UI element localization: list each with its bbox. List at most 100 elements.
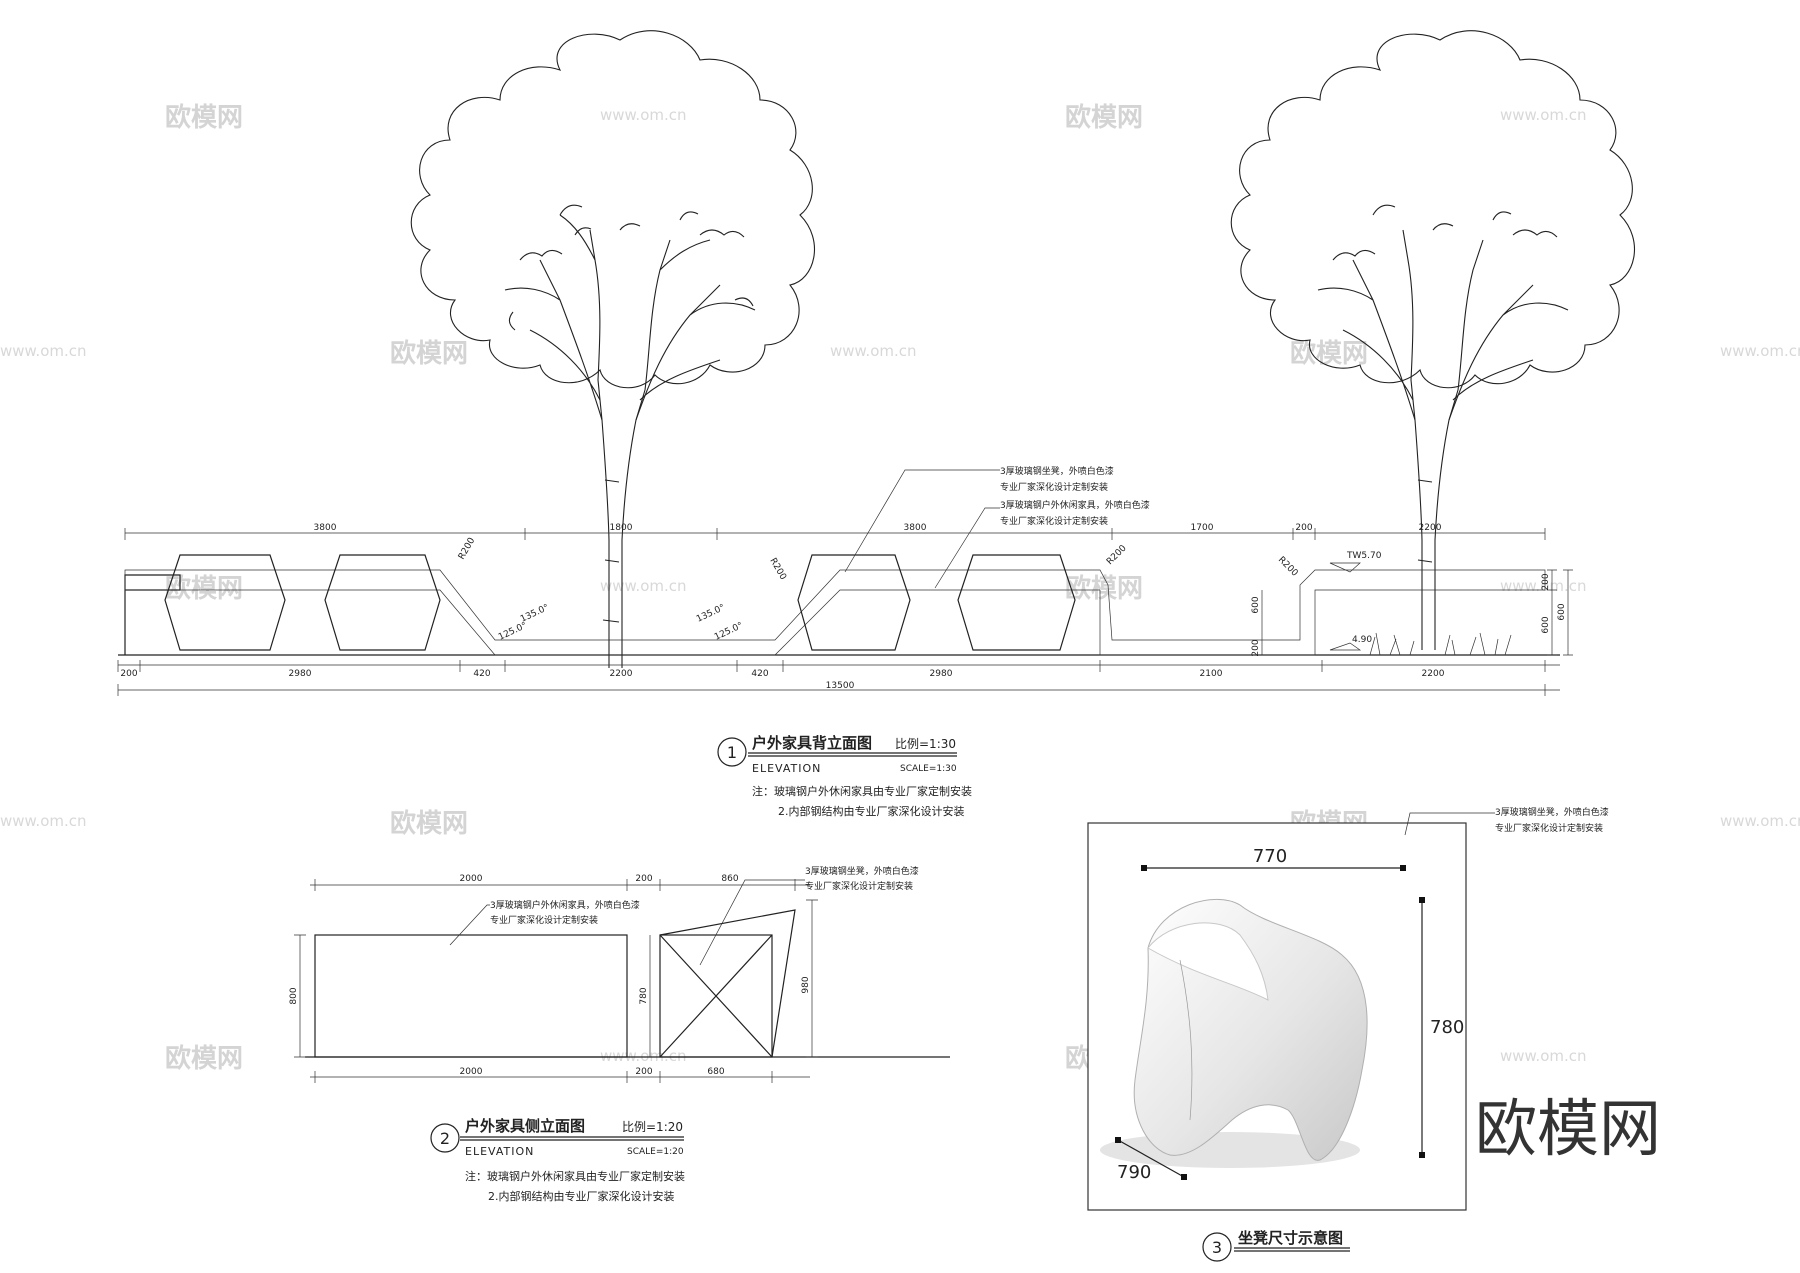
watermark-url: www.om.cn	[1500, 577, 1587, 595]
dim-top-3: 3800	[904, 523, 927, 533]
elevation-1-structure	[118, 554, 1560, 656]
watermark-url: www.om.cn	[1500, 106, 1587, 124]
watermarks: 欧模网 www.om.cn 欧模网 www.om.cn www.om.cn 欧模…	[0, 102, 1800, 1074]
angle-label-3: 135.0°	[695, 603, 727, 625]
dim-bottom-7: 2100	[1200, 669, 1223, 679]
drawing-scale-en: SCALE=1:20	[627, 1147, 684, 1157]
seat-diagram-callout: 3厚玻璃钢坐凳，外喷白色漆 专业厂家深化设计定制安装	[1404, 806, 1609, 836]
watermark-url: www.om.cn	[0, 342, 87, 360]
dim-top: 2000	[460, 874, 483, 884]
title-block-2: 2 户外家具侧立面图 比例=1:20 ELEVATION SCALE=1:20 …	[430, 1117, 685, 1203]
dim-bottom: 680	[707, 1067, 724, 1077]
watermark-brand: 欧模网	[390, 808, 468, 839]
watermark-brand: 欧模网	[1065, 102, 1143, 133]
elevation-1-dimensions: 3800 1800 3800 1700 200 2200 200 2980 42…	[117, 523, 1573, 696]
watermark-url: www.om.cn	[1720, 342, 1800, 360]
drawing-title: 坐凳尺寸示意图	[1238, 1229, 1343, 1247]
dim-width: 770	[1253, 846, 1287, 867]
watermark-url: www.om.cn	[1720, 812, 1800, 830]
dim-bottom-3: 420	[473, 669, 490, 679]
watermark-url: www.om.cn	[830, 342, 917, 360]
watermark-brand: 欧模网	[165, 1043, 243, 1074]
title-block-3: 3 坐凳尺寸示意图	[1202, 1229, 1350, 1262]
radius-label-1: R200	[457, 536, 478, 562]
seat-diagram	[1087, 822, 1467, 1211]
callout-text: 专业厂家深化设计定制安装	[805, 880, 913, 892]
drawing-number-circle	[1202, 1232, 1232, 1262]
callout-text: 3厚玻璃钢户外休闲家具，外喷白色漆	[490, 899, 640, 911]
callout-text: 专业厂家深化设计定制安装	[1000, 481, 1108, 493]
dim-bottom-6: 2980	[930, 669, 953, 679]
seat-diagram-dimensions: 770 780 790	[1115, 846, 1464, 1183]
title-block-1: 1 户外家具背立面图 比例=1:30 ELEVATION SCALE=1:30 …	[717, 734, 972, 818]
drawing-subtitle: ELEVATION	[465, 1145, 534, 1158]
radius-label-4: R200	[1276, 555, 1300, 579]
dim-right-3: 600	[1557, 603, 1567, 620]
callout-text: 专业厂家深化设计定制安装	[1495, 822, 1603, 834]
callout-text: 3厚玻璃钢户外休闲家具，外喷白色漆	[1000, 499, 1150, 511]
dim-right-2: 600	[1541, 616, 1551, 633]
dim-bottom-4: 2200	[610, 669, 633, 679]
drawing-number-circle	[430, 1123, 460, 1153]
callout-text: 专业厂家深化设计定制安装	[1000, 515, 1108, 527]
level-ground: 4.90	[1352, 635, 1372, 645]
callout-text: 3厚玻璃钢坐凳，外喷白色漆	[805, 865, 919, 877]
dim-top-6: 2200	[1419, 523, 1442, 533]
dim-height: 780	[1430, 1017, 1464, 1038]
drawing-note: 2.内部钢结构由专业厂家深化设计安装	[778, 804, 965, 818]
watermark-url: www.om.cn	[1500, 1047, 1587, 1065]
dim-total: 13500	[826, 681, 855, 691]
drawing-note: 注：玻璃钢户外休闲家具由专业厂家定制安装	[752, 784, 972, 798]
drawing-title: 户外家具侧立面图	[465, 1117, 585, 1135]
watermark-brand: 欧模网	[165, 573, 243, 604]
watermark-brand: 欧模网	[165, 102, 243, 133]
furniture-side-panel	[314, 934, 628, 1058]
tree-elevation-left	[410, 30, 815, 668]
dim-top: 200	[635, 874, 652, 884]
level-top-wall: TW5.70	[1346, 551, 1382, 561]
watermark-brand: 欧模网	[1290, 338, 1368, 369]
dim-bottom-8: 2200	[1422, 669, 1445, 679]
drawing-number: 2	[440, 1129, 450, 1148]
drawing-scale-en: SCALE=1:30	[900, 764, 957, 774]
elevation-2-callouts: 3厚玻璃钢户外休闲家具，外喷白色漆 专业厂家深化设计定制安装 3厚玻璃钢坐凳，外…	[490, 865, 919, 926]
drawing-scale-cn: 比例=1:30	[895, 737, 956, 751]
drawing-number: 3	[1212, 1238, 1222, 1257]
dim-bottom-1: 200	[120, 669, 137, 679]
watermark-url: www.om.cn	[600, 106, 687, 124]
callout-text: 3厚玻璃钢坐凳，外喷白色漆	[1495, 806, 1609, 818]
dim-top-1: 3800	[314, 523, 337, 533]
watermark-url: www.om.cn	[600, 577, 687, 595]
dim-side: 980	[801, 976, 811, 993]
dim-bottom-5: 420	[751, 669, 768, 679]
dim-right-1: 200	[1541, 573, 1551, 590]
brand-logo-text: 欧模网	[1475, 1092, 1661, 1165]
dim-depth: 790	[1117, 1162, 1151, 1183]
dim-inner-2: 200	[1251, 639, 1261, 656]
drawing-note: 2.内部钢结构由专业厂家深化设计安装	[488, 1189, 675, 1203]
drawing-subtitle: ELEVATION	[752, 762, 821, 775]
dim-top: 860	[721, 874, 738, 884]
radius-label-2: R200	[767, 557, 788, 583]
watermark-url: www.om.cn	[0, 812, 87, 830]
dim-top-2: 1800	[610, 523, 633, 533]
dim-side: 780	[639, 987, 649, 1004]
callout-text: 专业厂家深化设计定制安装	[490, 914, 598, 926]
drawing-number-circle	[717, 737, 747, 767]
radius-label-3: R200	[1105, 543, 1129, 567]
dim-top-4: 1700	[1191, 523, 1214, 533]
dim-side: 800	[289, 987, 299, 1004]
drawing-note: 注：玻璃钢户外休闲家具由专业厂家定制安装	[465, 1169, 685, 1183]
dim-inner-1: 600	[1251, 596, 1261, 613]
elevation-2-structure	[305, 879, 950, 1058]
elevation-1-callouts: 3厚玻璃钢坐凳，外喷白色漆 专业厂家深化设计定制安装 3厚玻璃钢户外休闲家具，外…	[844, 465, 1150, 589]
drawing-scale-cn: 比例=1:20	[622, 1120, 683, 1134]
dim-bottom: 200	[635, 1067, 652, 1077]
angle-label-2: 125.0°	[497, 621, 529, 643]
drawing-title: 户外家具背立面图	[752, 734, 872, 752]
dim-top-5: 200	[1295, 523, 1312, 533]
elevation-2-dimensions: 2000 200 860 2000 200 680 800 780 980	[289, 874, 818, 1083]
watermark-url: www.om.cn	[600, 1047, 687, 1065]
drawing-number: 1	[727, 743, 737, 762]
dim-bottom-2: 2980	[289, 669, 312, 679]
